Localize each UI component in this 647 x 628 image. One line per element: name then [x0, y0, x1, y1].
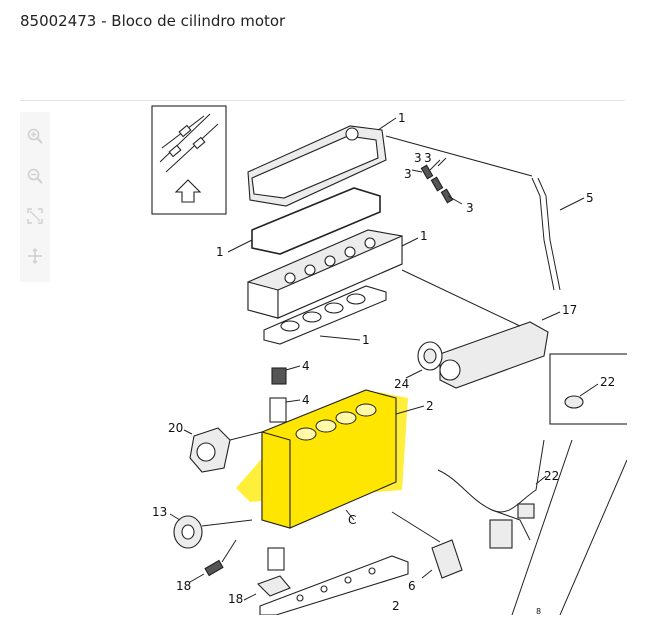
fit-screen-button[interactable]	[20, 198, 50, 234]
valve-cover	[247, 117, 397, 207]
callout-small-8: 8	[536, 607, 541, 615]
oil-pan-gasket	[259, 555, 409, 615]
valve-cover-gasket	[227, 187, 381, 255]
zoom-out-button[interactable]	[20, 158, 50, 194]
cylinder-head	[247, 229, 419, 319]
head-gasket	[263, 285, 387, 345]
callout-cap: 24	[394, 377, 409, 391]
frame-lines	[511, 439, 627, 615]
orientation-inset	[151, 105, 227, 215]
callout-sensor-b: 18	[228, 592, 243, 606]
callout-pan-gasket: 2	[392, 599, 400, 613]
callout-bolt-d: 3	[466, 201, 474, 215]
zoom-out-icon	[27, 168, 43, 184]
callout-sleeve-bottom: 4	[302, 393, 310, 407]
callout-manifold: 17	[562, 303, 577, 317]
callout-dipstick: 5	[586, 191, 594, 205]
oil-filler-cap	[405, 341, 443, 379]
parts-diagram[interactable]: 1 1 3 3 3 3 5	[140, 100, 627, 615]
callout-head-gasket: 1	[362, 333, 370, 347]
callout-block: 2	[426, 399, 434, 413]
sensor-b	[243, 547, 291, 601]
callout-pump: 20	[168, 421, 183, 435]
dipstick-tube	[385, 135, 585, 291]
cover-plate	[391, 511, 463, 579]
callout-head: 1	[420, 229, 428, 243]
pan-icon	[28, 248, 42, 264]
plug-inset	[549, 353, 627, 425]
crank-pulley	[169, 513, 253, 549]
zoom-in-button[interactable]	[20, 118, 50, 154]
zoom-in-icon	[27, 128, 43, 144]
callout-cover-gasket: 1	[216, 245, 224, 259]
page-title: 85002473 - Bloco de cilindro motor	[20, 12, 286, 30]
callout-harness: 22	[544, 469, 559, 483]
callout-pulley: 13	[152, 505, 167, 519]
zoom-toolbar	[20, 112, 50, 282]
callout-sensor-a: 18	[176, 579, 191, 593]
pan-button[interactable]	[20, 238, 50, 274]
callout-letter-c: C	[348, 513, 356, 527]
header-divider	[20, 100, 625, 101]
callout-plate: 6	[408, 579, 416, 593]
cylinder-block-highlighted	[236, 389, 425, 529]
water-pump	[183, 427, 263, 473]
cylinder-sleeves	[269, 365, 301, 423]
callout-cover: 1	[398, 111, 406, 125]
callout-bolt-a: 3	[414, 151, 422, 165]
exploded-view-drawing: 1 1 3 3 3 3 5	[151, 105, 627, 615]
exhaust-manifold	[401, 269, 561, 389]
callout-sleeve-top: 4	[302, 359, 310, 373]
callout-bolt-b: 3	[424, 151, 432, 165]
bolt-group	[411, 157, 463, 205]
callout-plug: 22	[600, 375, 615, 389]
fit-screen-icon	[27, 208, 43, 224]
callout-bolt-c: 3	[404, 167, 412, 181]
sensor-a	[189, 539, 237, 583]
wiring-harness	[437, 439, 547, 549]
